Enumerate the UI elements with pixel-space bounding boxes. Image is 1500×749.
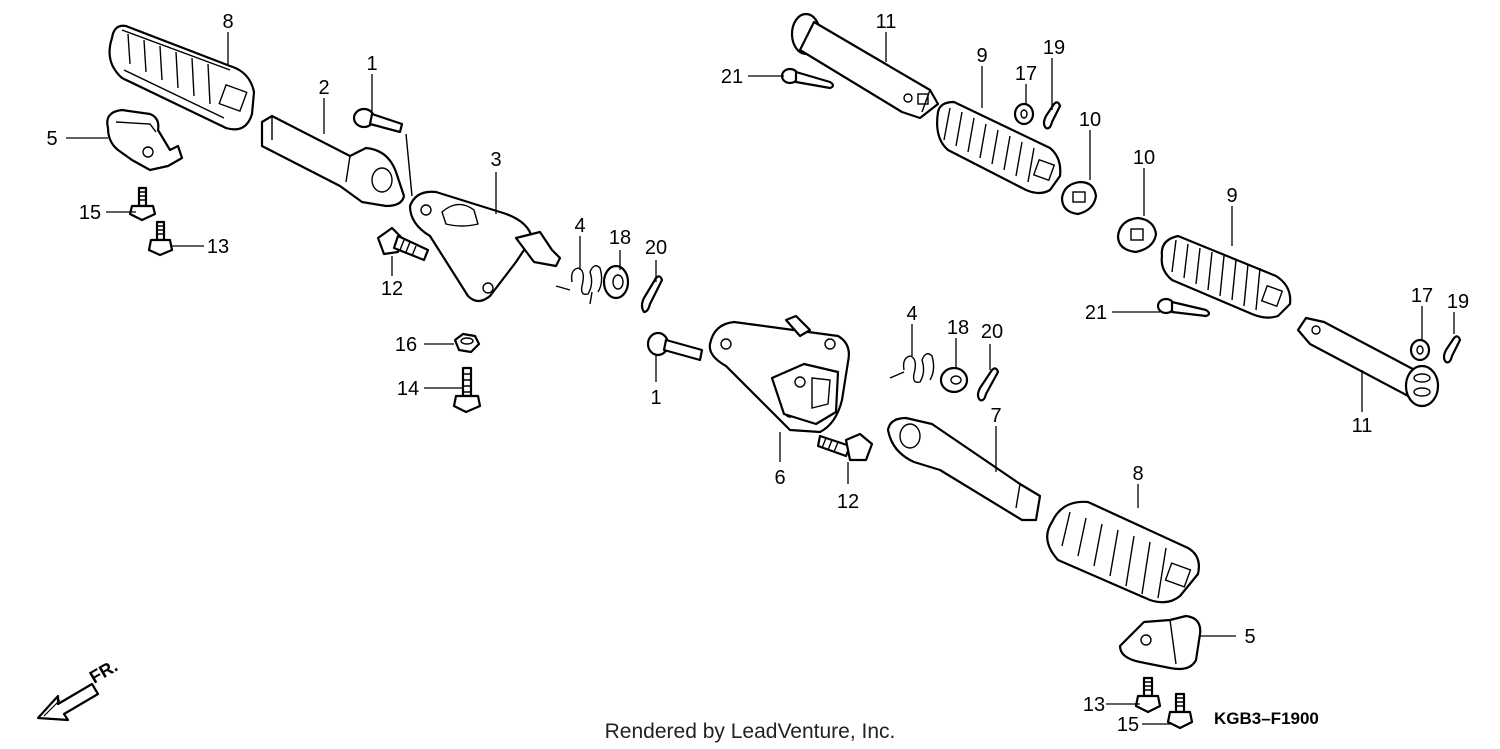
footpeg-shaft-7 (886, 416, 1042, 522)
return-spring-4-left (555, 265, 603, 305)
callout-17: 17 (1015, 63, 1037, 85)
arrow-left-icon (36, 682, 100, 722)
cotter-pin-19-top (1042, 101, 1062, 130)
washer-plate-10-mid (1116, 216, 1158, 254)
bolt-13-left (147, 220, 174, 257)
pin-21-right (1156, 297, 1211, 318)
callout-6: 6 (774, 467, 785, 489)
callout-12: 12 (837, 491, 859, 513)
callout-20: 20 (645, 237, 667, 259)
bolt-15-left (128, 186, 157, 222)
callout-16: 16 (395, 334, 417, 356)
leader-lines (66, 32, 1455, 725)
callout-13: 13 (1083, 694, 1105, 716)
callout-4: 4 (574, 215, 585, 237)
footpeg-rubber-left (108, 24, 256, 131)
bolt-15-bottom (1166, 692, 1194, 730)
callout-19: 19 (1447, 291, 1469, 313)
callout-12: 12 (381, 278, 403, 300)
callout-21: 21 (721, 66, 743, 88)
callout-10: 10 (1133, 147, 1155, 169)
bolt-13-bottom (1134, 676, 1162, 714)
bracket-cover-right (1118, 614, 1202, 671)
washer-18-center (939, 366, 969, 394)
washer-plate-10-top (1060, 180, 1098, 216)
peg-pivot-11-top (790, 12, 940, 120)
cotter-pin-20-center (976, 367, 1000, 402)
callout-15: 15 (79, 202, 101, 224)
callout-19: 19 (1043, 37, 1065, 59)
callout-3: 3 (490, 149, 501, 171)
callout-15: 15 (1117, 714, 1139, 736)
nut-16 (453, 332, 481, 354)
pivot-pin-1-top (352, 107, 404, 134)
callout-13: 13 (207, 236, 229, 258)
callout-11: 11 (876, 11, 897, 33)
callout-9: 9 (976, 45, 987, 67)
pivot-pin-1-center (646, 331, 704, 362)
peg-pivot-11-right (1296, 316, 1440, 408)
callout-8: 8 (1132, 463, 1143, 485)
footpeg-shaft-2 (260, 114, 406, 208)
footpeg-rubber-right (1046, 500, 1200, 604)
pin-21-top (780, 67, 835, 90)
callout-10: 10 (1079, 109, 1101, 131)
callout-5: 5 (46, 128, 57, 150)
callout-4: 4 (906, 303, 917, 325)
callout-1: 1 (366, 53, 377, 75)
footpeg-bracket-plate-3 (405, 133, 562, 303)
callout-14: 14 (397, 378, 419, 400)
passenger-peg-rubber-9-top (936, 100, 1062, 195)
passenger-peg-rubber-9-right (1160, 234, 1292, 319)
bolt-14 (452, 366, 482, 414)
callout-7: 7 (990, 405, 1001, 427)
callout-9: 9 (1226, 185, 1237, 207)
callout-11: 11 (1352, 415, 1373, 437)
credit-text: Rendered by LeadVenture, Inc. (605, 720, 896, 743)
return-spring-4-center (889, 353, 935, 384)
callout-17: 17 (1411, 285, 1433, 307)
direction-label: FR. (86, 656, 121, 688)
front-direction-arrow: FR. (36, 656, 121, 722)
callout-8: 8 (222, 11, 233, 33)
callout-18: 18 (947, 317, 969, 339)
callout-labels: 8 5 15 13 2 1 3 12 4 18 20 16 14 1 6 12 … (46, 11, 1469, 736)
callout-5: 5 (1244, 626, 1255, 648)
footpeg-bracket-plate-6 (708, 314, 850, 434)
diagram-code: KGB3–F1900 (1214, 709, 1319, 728)
callout-21: 21 (1085, 302, 1107, 324)
washer-17-right (1409, 338, 1431, 362)
bolt-12-center (816, 432, 874, 462)
callout-1: 1 (650, 387, 661, 409)
callout-18: 18 (609, 227, 631, 249)
callout-2: 2 (318, 77, 329, 99)
bracket-cover-left (106, 108, 184, 172)
bolt-12-left (376, 226, 430, 262)
washer-18-left (602, 264, 630, 300)
callout-20: 20 (981, 321, 1003, 343)
washer-17-top (1013, 102, 1035, 126)
cotter-pin-19-right (1442, 335, 1462, 364)
cotter-pin-20-left (640, 275, 664, 314)
